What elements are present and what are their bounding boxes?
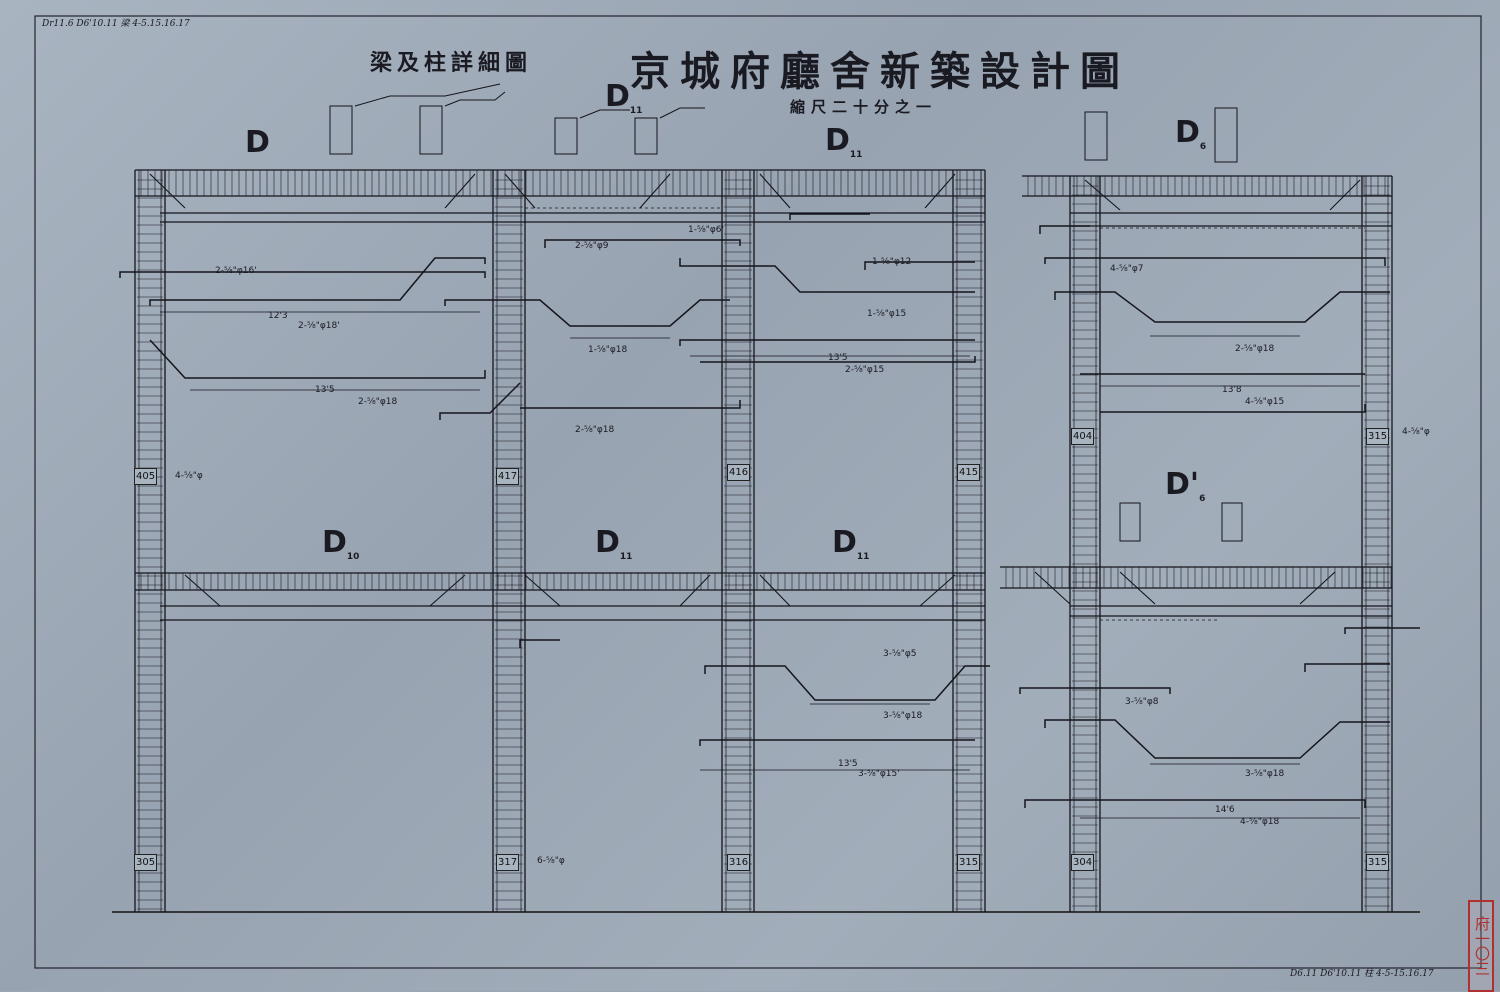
top-beam-right (1022, 175, 1392, 227)
section-tag: D11 (832, 525, 870, 562)
sheet-border (34, 15, 1482, 969)
section-tag: D10 (322, 525, 360, 562)
rebar-note: 14'6 (1215, 805, 1235, 815)
rebar-note: 3-⅝"φ15' (858, 769, 900, 779)
rebar-note: 2-⅝"φ18 (1235, 344, 1275, 354)
rebar-note: 2-⅝"φ18 (575, 425, 615, 435)
mid-beam-right (1000, 566, 1392, 617)
drawing-scale: 縮尺二十分之一 (790, 98, 938, 116)
column-number: 416 (727, 464, 751, 481)
rebar-note: 2-⅝"φ16' (215, 266, 257, 276)
rebar-note: 12'3 (268, 311, 288, 321)
column-number: 315 (1366, 854, 1390, 871)
section-tag: D (245, 125, 270, 160)
column-number: 315 (957, 854, 981, 871)
rebar-note: 2-⅝"φ15 (845, 365, 885, 375)
mid-beam-left (135, 572, 985, 621)
column-number: 404 (1071, 428, 1095, 445)
column-number: 304 (1071, 854, 1095, 871)
rebar-note: 2-⅝"φ18' (298, 321, 340, 331)
column-number: 405 (134, 468, 158, 485)
column-number: 316 (727, 854, 751, 871)
rebar-note: 1-⅝"φ6' (688, 225, 724, 235)
rebar-note: 6-⅝"φ (537, 856, 565, 866)
section-tag: D11 (605, 79, 643, 116)
column-number: 315 (1366, 428, 1390, 445)
rebar-note: 3-⅝"φ8 (1125, 697, 1159, 707)
rebar-note: 4-⅝"φ (175, 471, 203, 481)
section-details (329, 83, 1243, 542)
rebar-note: 13'5 (315, 385, 335, 395)
rebar-note: 1-⅝"φ15 (867, 309, 907, 319)
section-tag: D6 (1175, 115, 1207, 152)
rebar-note: 4-⅝"φ7 (1110, 264, 1144, 274)
section-tag: D'6 (1165, 467, 1206, 504)
section-tag: D11 (595, 525, 633, 562)
rebar-note: 13'5 (838, 759, 858, 769)
rebar-note: 3-⅝"φ5 (883, 649, 917, 659)
rebar-note: 13'5 (828, 353, 848, 363)
rebar-note: 4-⅝"φ (1402, 427, 1430, 437)
rebar-note: 2-⅝"φ18 (358, 397, 398, 407)
rebars (119, 213, 1420, 808)
columns (134, 170, 1393, 912)
corner-note-top: Dr11.6 D6'10.11 梁 4-5.15.16.17 (42, 19, 190, 29)
dim-lines (165, 207, 1365, 621)
drawing-title: 京城府廳舍新築設計圖 (630, 48, 1130, 95)
corner-note-bottom: D6.11 D6'10.11 柱 4-5-15.16.17 (1290, 969, 1434, 979)
drawing-subtitle: 梁及柱詳細圖 (370, 50, 533, 76)
rebar-note: 1-⅝"φ12 (872, 257, 912, 267)
red-stamp: 府一〇三 (1468, 900, 1494, 992)
rebar-note: 2-⅝"φ9 (575, 241, 609, 251)
dimension-marks (160, 311, 1360, 819)
rebar-note: 13'8 (1222, 385, 1242, 395)
column-number: 417 (496, 468, 520, 485)
rebar-note: 4-⅝"φ18 (1240, 817, 1280, 827)
column-number: 415 (957, 464, 981, 481)
rebar-note: 3-⅝"φ18 (1245, 769, 1285, 779)
column-number: 305 (134, 854, 158, 871)
section-tag: D11 (825, 123, 863, 160)
rebar-note: 3-⅝"φ18 (883, 711, 923, 721)
column-number: 317 (496, 854, 520, 871)
rebar-note: 4-⅝"φ15 (1245, 397, 1285, 407)
rebar-note: 1-⅝"φ18 (588, 345, 628, 355)
